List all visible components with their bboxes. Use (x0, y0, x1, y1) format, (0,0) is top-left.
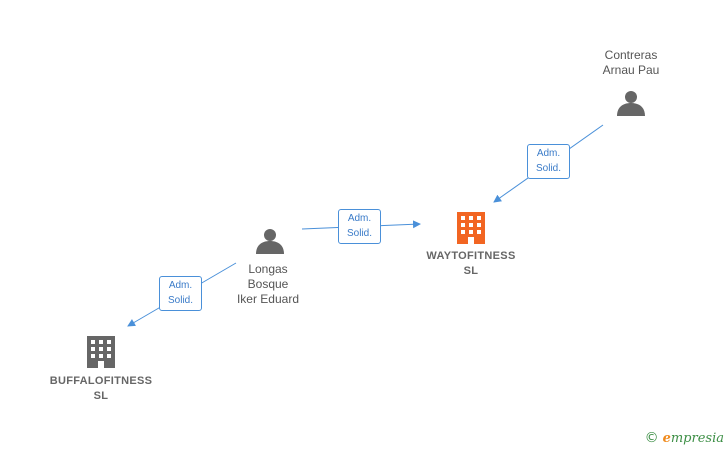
person-label-longas[interactable]: Longas Bosque Iker Eduard (236, 262, 300, 306)
person-icon[interactable] (617, 91, 645, 116)
edge-label-contreras-waytofitness[interactable]: Adm. Solid. (527, 144, 570, 179)
person-label-contreras[interactable]: Contreras Arnau Pau (602, 48, 660, 77)
building-icon[interactable] (457, 212, 485, 244)
person-icon[interactable] (256, 229, 284, 254)
edge-label-longas-waytofitness[interactable]: Adm. Solid. (338, 209, 381, 244)
company-label-buffalofitness[interactable]: BUFFALOFITNESS SL (49, 375, 153, 402)
edge-label-longas-buffalofitness[interactable]: Adm. Solid. (159, 276, 202, 311)
brand-initial: e (662, 431, 671, 446)
brand-name: mpresia (670, 431, 724, 446)
company-label-waytofitness[interactable]: WAYTOFITNESS SL (426, 250, 516, 277)
building-icon[interactable] (87, 336, 115, 368)
brand-logo: ©empresia (645, 430, 724, 446)
copyright-symbol: © (644, 430, 659, 446)
